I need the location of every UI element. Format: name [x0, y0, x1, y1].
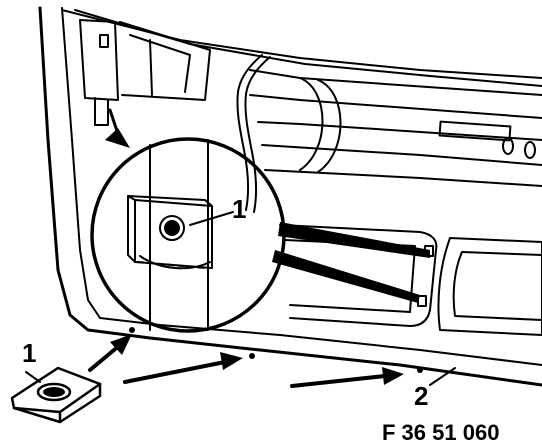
- cable-line: [236, 54, 271, 213]
- panel-outline: [38, 6, 542, 387]
- mounting-holes: [129, 327, 423, 373]
- arrow-to-lower-edge-1: [123, 352, 243, 384]
- callout-clip-label: 1: [22, 338, 36, 368]
- callout-panel-label: 2: [414, 381, 428, 411]
- detail-magnifier: [90, 108, 430, 333]
- grille-ribs: [249, 69, 542, 187]
- clip-part: [10, 366, 102, 424]
- panel-leader: [429, 367, 456, 386]
- arrow-to-panel-corner: [88, 334, 132, 372]
- arrow-to-lower-edge-2: [290, 367, 404, 388]
- upper-bracket: [79, 19, 211, 126]
- figure-reference: F 36 51 060: [382, 420, 499, 445]
- callout-detail-label: 1: [232, 194, 246, 224]
